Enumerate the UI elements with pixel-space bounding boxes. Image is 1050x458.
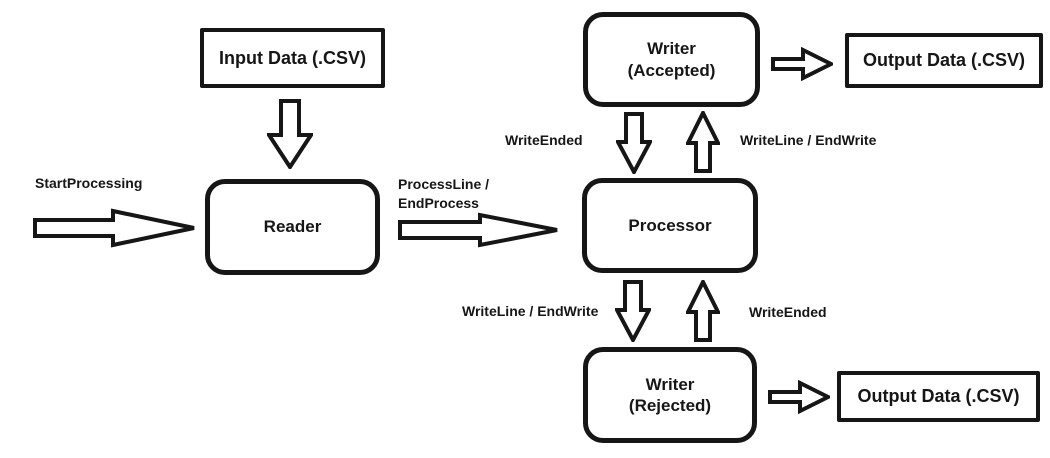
input-to-reader-arrow-down-icon <box>267 99 313 169</box>
process-line-label: ProcessLine / EndProcess <box>398 175 489 213</box>
writer-accepted-node: Writer (Accepted) <box>583 12 760 107</box>
write-ended-top-label: WriteEnded <box>505 132 583 148</box>
output-data-accepted-node: Output Data (.CSV) <box>845 33 1043 88</box>
processor-label: Processor <box>628 215 712 235</box>
writer-rejected-to-processor-arrow-up-icon <box>686 280 720 342</box>
process-line-label-line2: EndProcess <box>398 195 479 211</box>
output-data-accepted-label: Output Data (.CSV) <box>863 50 1025 71</box>
processor-to-writer-rejected-arrow-down-icon <box>615 280 651 342</box>
output-data-rejected-label: Output Data (.CSV) <box>857 386 1020 407</box>
processor-to-writer-accepted-arrow-up-icon <box>686 111 720 173</box>
process-line-label-line1: ProcessLine / <box>398 176 490 192</box>
processor-node: Processor <box>582 178 758 273</box>
writer-accepted-label-line2: (Accepted) <box>627 60 716 80</box>
writer-rejected-node: Writer (Rejected) <box>583 347 757 443</box>
input-data-node: Input Data (.CSV) <box>200 28 385 88</box>
write-ended-bottom-label: WriteEnded <box>749 304 827 320</box>
reader-label: Reader <box>263 217 322 237</box>
writer-accepted-label-line1: Writer <box>647 39 696 59</box>
start-processing-arrow-right-icon <box>33 208 195 248</box>
output-data-rejected-node: Output Data (.CSV) <box>837 371 1040 422</box>
writer-rejected-to-output-arrow-right-icon <box>768 380 830 414</box>
writer-accepted-to-output-arrow-right-icon <box>771 47 833 81</box>
start-processing-label: StartProcessing <box>35 175 143 191</box>
input-data-label: Input Data (.CSV) <box>219 47 366 68</box>
reader-to-processor-arrow-right-icon <box>398 212 558 248</box>
writer-accepted-to-processor-arrow-down-icon <box>616 112 652 174</box>
reader-node: Reader <box>205 179 380 275</box>
write-line-bottom-label: WriteLine / EndWrite <box>462 303 599 319</box>
write-line-top-label: WriteLine / EndWrite <box>740 132 877 148</box>
writer-rejected-label-line1: Writer <box>645 374 695 394</box>
writer-rejected-label-line2: (Rejected) <box>628 396 712 415</box>
